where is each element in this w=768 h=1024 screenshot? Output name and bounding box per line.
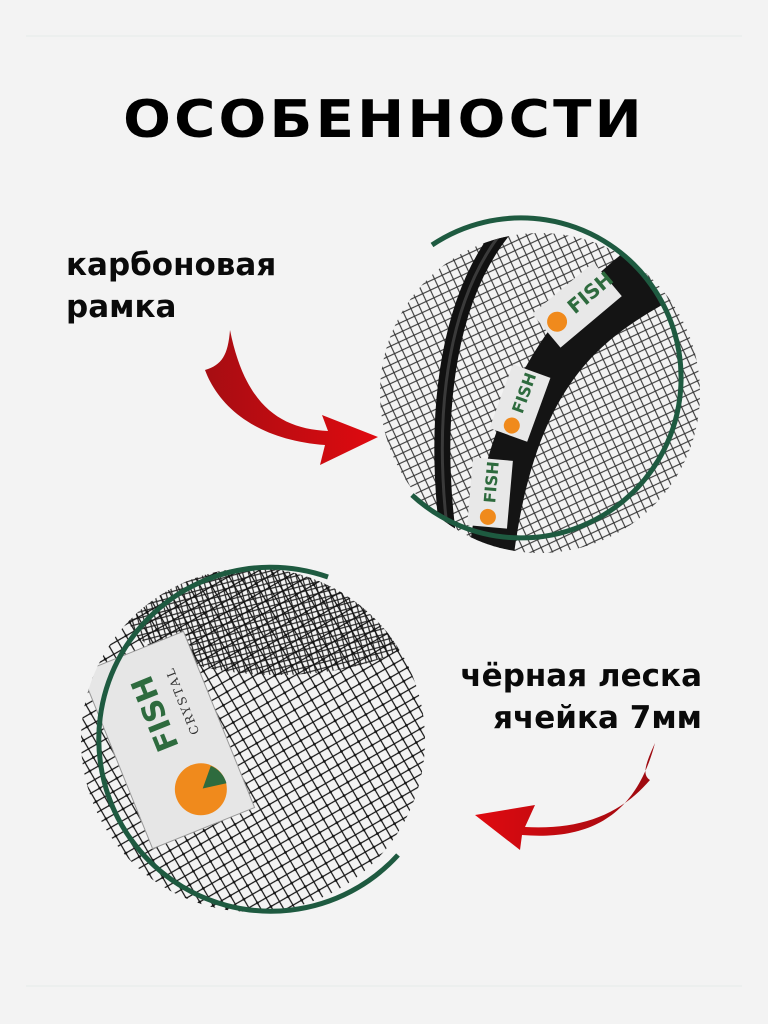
- svg-text:FISH: FISH: [480, 461, 503, 504]
- caption-line: карбоновая: [66, 247, 277, 283]
- black-mesh-photo: FISH CRYSTAL: [81, 564, 425, 914]
- bottom-divider: [26, 985, 742, 987]
- arrow-left-icon: [475, 743, 655, 850]
- feature-caption-mesh: чёрная леска ячейка 7мм: [460, 655, 702, 739]
- caption-line: рамка: [66, 289, 177, 325]
- page-title: ОСОБЕННОСТИ: [123, 90, 645, 150]
- carbon-frame-photo: FISH FISH FISH: [380, 215, 700, 553]
- caption-line: чёрная леска: [460, 658, 702, 694]
- caption-line: ячейка 7мм: [493, 700, 702, 736]
- arrow-right-icon: [205, 330, 378, 465]
- feature-caption-frame: карбоновая рамка: [66, 244, 276, 328]
- top-divider: [26, 35, 742, 37]
